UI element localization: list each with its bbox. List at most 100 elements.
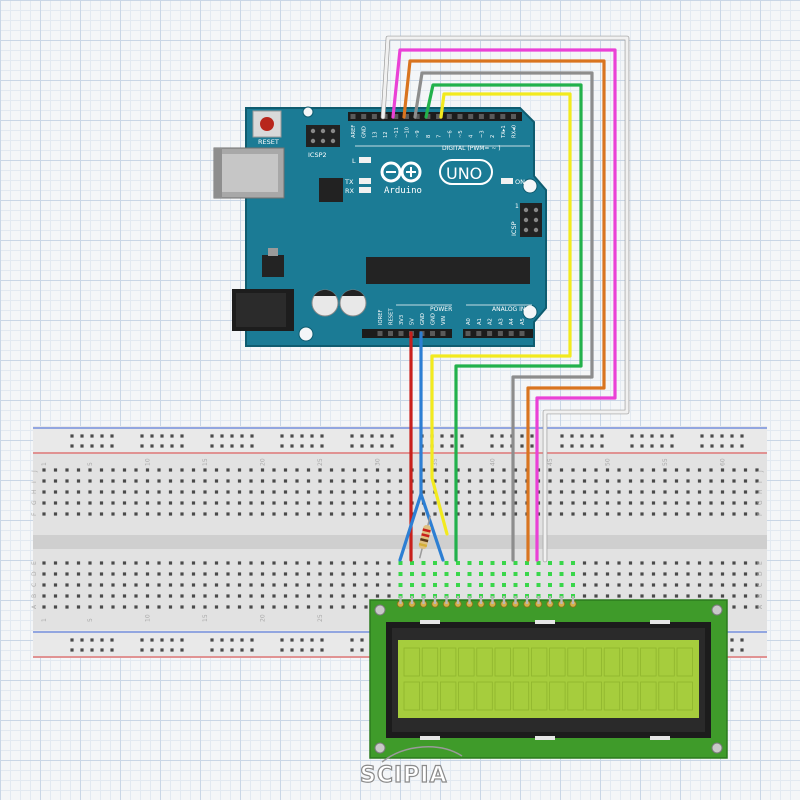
bb-row-letter: B xyxy=(757,594,764,598)
reset-button[interactable] xyxy=(252,110,282,138)
bb-hole xyxy=(53,583,58,587)
bb-hole xyxy=(145,468,150,472)
bb-hole xyxy=(456,501,460,505)
bb-hole xyxy=(111,572,115,576)
bb-hole xyxy=(42,605,46,609)
bb-rail-hole xyxy=(300,444,304,448)
bb-hole xyxy=(398,490,403,494)
pin-label: A1 xyxy=(477,318,483,325)
bb-hole xyxy=(65,468,69,472)
bb-row-letter: B xyxy=(31,594,38,598)
bb-hole xyxy=(513,479,518,483)
bb-rail-hole xyxy=(90,434,94,438)
bb-hole xyxy=(352,605,357,609)
bb-hole xyxy=(134,561,138,565)
bb-hole xyxy=(743,561,748,565)
bb-hole xyxy=(122,561,127,565)
bb-hole xyxy=(582,561,587,565)
bb-hole xyxy=(53,561,58,565)
bb-hole xyxy=(214,561,219,565)
bb-rail-hole xyxy=(240,444,244,448)
watermark-text: SCIPIA xyxy=(360,763,448,788)
bb-hole xyxy=(237,501,242,505)
bb-hole xyxy=(260,468,265,472)
bb-hole xyxy=(88,490,92,494)
bb-rail-hole xyxy=(580,444,584,448)
bb-hole xyxy=(720,512,725,516)
bb-rail-hole xyxy=(240,434,244,438)
bb-rail-hole xyxy=(590,444,594,448)
lcd-cell xyxy=(458,647,475,677)
bb-rail-hole xyxy=(350,434,354,438)
lcd-cell xyxy=(549,647,566,677)
bb-hole xyxy=(352,561,357,565)
bb-rail-hole xyxy=(110,444,114,448)
bb-hole xyxy=(111,561,115,565)
bb-hole xyxy=(157,479,161,483)
bb-hole xyxy=(42,501,46,505)
bb-hole xyxy=(651,490,656,494)
bb-hole xyxy=(582,512,587,516)
bb-hole xyxy=(594,583,598,587)
bb-rail-hole xyxy=(380,434,384,438)
bb-rail-hole xyxy=(280,434,284,438)
bb-hole xyxy=(295,572,299,576)
bb-hole xyxy=(295,561,299,565)
lcd-cell xyxy=(603,647,621,677)
bb-rail-hole xyxy=(140,444,144,448)
bb-hole xyxy=(168,490,173,494)
bb-active-hole xyxy=(490,561,495,565)
bb-row-letter: D xyxy=(757,571,764,576)
bb-hole xyxy=(237,561,242,565)
bb-hole xyxy=(88,594,92,598)
bb-hole xyxy=(467,512,472,516)
lcd-cell xyxy=(658,681,675,711)
bb-hole xyxy=(180,583,184,587)
bb-hole xyxy=(628,572,633,576)
bb-hole xyxy=(157,490,161,494)
lcd-16x2-module xyxy=(369,599,728,759)
bb-hole xyxy=(398,468,403,472)
bb-hole xyxy=(720,479,725,483)
bb-active-hole xyxy=(513,572,518,576)
bb-rail-hole xyxy=(210,434,214,438)
bb-rail-hole xyxy=(520,444,524,448)
bb-rail-hole xyxy=(320,648,324,652)
bb-column-number: 35 xyxy=(432,458,439,466)
bb-hole xyxy=(42,572,46,576)
header-pin-hole xyxy=(436,114,442,119)
bb-hole xyxy=(364,605,368,609)
bb-hole xyxy=(295,583,299,587)
bb-hole xyxy=(444,468,449,472)
bb-hole xyxy=(88,512,92,516)
bb-hole xyxy=(548,512,552,516)
bb-rail-hole xyxy=(110,434,114,438)
bb-hole xyxy=(651,468,656,472)
bb-hole xyxy=(157,572,161,576)
bb-row-letter: J xyxy=(31,470,38,473)
bb-hole xyxy=(743,479,748,483)
bb-hole xyxy=(375,490,380,494)
bb-hole xyxy=(732,561,736,565)
pin-label: 8 xyxy=(426,135,432,138)
bb-hole xyxy=(191,594,196,598)
bb-hole xyxy=(387,594,391,598)
bb-hole xyxy=(214,605,219,609)
bb-hole xyxy=(582,490,587,494)
bb-rail-hole xyxy=(150,434,154,438)
header-pin-hole xyxy=(361,114,367,119)
bb-column-number: 10 xyxy=(145,614,152,622)
bb-rail-hole xyxy=(490,444,494,448)
bb-hole xyxy=(582,583,587,587)
bb-rail-hole xyxy=(740,648,744,652)
bb-row-letter: H xyxy=(757,489,764,494)
bb-active-hole xyxy=(548,583,552,587)
bb-hole xyxy=(663,512,667,516)
bb-rail-hole xyxy=(350,638,354,642)
bb-rail-hole xyxy=(370,434,374,438)
bb-hole xyxy=(168,479,173,483)
wire-orange xyxy=(402,59,606,562)
bb-active-hole xyxy=(410,583,414,587)
bb-hole xyxy=(53,490,58,494)
pin-label: ~11 xyxy=(394,127,400,138)
